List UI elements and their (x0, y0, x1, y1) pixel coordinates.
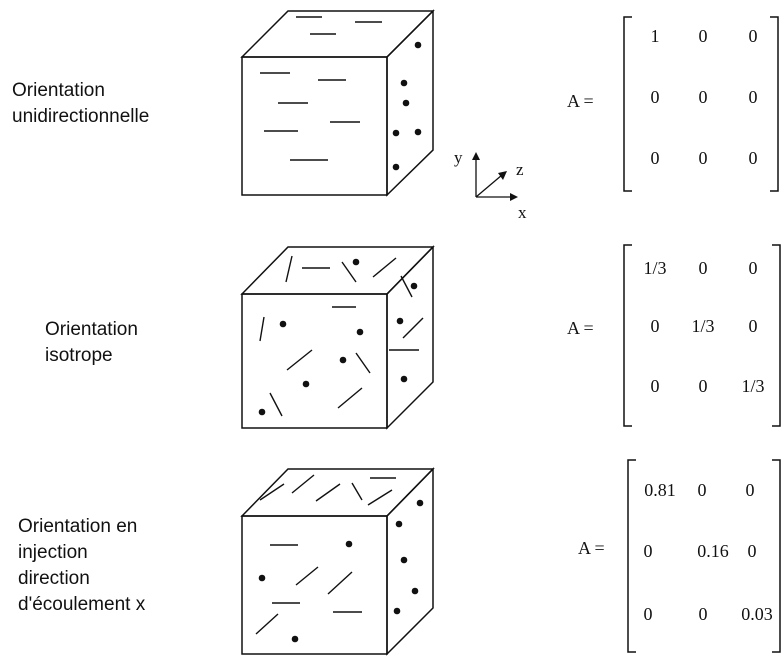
matrix-cell: 0 (651, 376, 660, 396)
label-line: Orientation (12, 80, 105, 101)
label-injection: Orientation en injection direction d'éco… (18, 514, 145, 618)
matrix-cell: 1 (651, 26, 660, 46)
matrix-cell: 0 (749, 87, 758, 107)
fiber-dots-unidirectional (392, 41, 422, 171)
bracket-left (627, 459, 636, 653)
fibers-unidirectional (260, 16, 382, 161)
label-line: isotrope (45, 345, 113, 366)
cube-side-face (386, 9, 434, 197)
matrix-cell: 0.16 (697, 541, 729, 561)
matrix-cell: 1/3 (691, 316, 714, 336)
axis-label-y: y (454, 148, 463, 167)
cube-unidirectional (240, 9, 435, 197)
matrix-cell: 0 (699, 258, 708, 278)
matrix-unidirectional: A = 1 0 0 0 0 0 0 0 0 (567, 16, 779, 192)
matrix-cell: 0.81 (644, 480, 676, 500)
matrix-cell: 0 (644, 541, 653, 561)
label-isotropic: Orientation isotrope (45, 317, 138, 369)
matrix-name: A = (567, 318, 594, 338)
matrix-cell: 1/3 (741, 376, 764, 396)
matrix-cell: 0 (651, 316, 660, 336)
fibers-injection (255, 474, 396, 635)
cube-top-face (240, 246, 435, 295)
axes-icon (472, 152, 518, 201)
label-line: d'écoulement x (18, 594, 146, 615)
cube-top-face (240, 10, 435, 58)
matrix-cell: 0 (749, 258, 758, 278)
matrix-name: A = (578, 538, 605, 558)
matrix-cell: 0 (651, 87, 660, 107)
label-line: Orientation (45, 319, 138, 340)
label-unidirectional: Orientation unidirectionnelle (12, 78, 149, 130)
fiber-dots-isotropic (258, 258, 418, 416)
cube-front-face (241, 515, 388, 655)
matrix-cell: 0 (746, 480, 755, 500)
label-line: direction (18, 568, 90, 589)
matrix-cell: 0 (749, 316, 758, 336)
matrix-cell: 0 (749, 26, 758, 46)
label-line: Orientation en (18, 516, 138, 537)
matrix-injection: A = 0.81 0 0 0 0.16 0 0 0 0.03 (578, 459, 781, 653)
matrix-isotropic: A = 1/3 0 0 0 1/3 0 0 0 1/3 (567, 244, 781, 427)
bracket-left (623, 244, 632, 427)
matrix-cell: 0 (651, 148, 660, 168)
cube-side-face (386, 467, 434, 656)
matrix-name: A = (567, 91, 594, 111)
matrix-cell: 1/3 (643, 258, 666, 278)
cube-front-face (241, 56, 388, 196)
cube-injection (240, 467, 435, 656)
matrix-cell: 0 (749, 148, 758, 168)
label-line: unidirectionnelle (12, 106, 150, 127)
label-line: injection (18, 542, 88, 563)
matrix-cell: 0 (698, 480, 707, 500)
cube-side-face (386, 245, 434, 430)
axis-label-x: x (518, 203, 527, 222)
axis-label-z: z (516, 160, 524, 179)
bracket-left (623, 16, 632, 192)
matrix-cell: 0 (699, 376, 708, 396)
matrix-cell: 0 (699, 26, 708, 46)
bracket-right (772, 244, 781, 427)
bracket-right (772, 459, 781, 653)
cube-isotropic (240, 245, 435, 430)
cube-front-face (241, 293, 388, 429)
matrix-cell: 0 (644, 604, 653, 624)
matrix-cell: 0 (748, 541, 757, 561)
fibers-isotropic (259, 255, 424, 417)
bracket-right (770, 16, 779, 192)
fiber-dots-injection (258, 499, 424, 643)
matrix-cell: 0.03 (741, 604, 773, 624)
matrix-cell: 0 (699, 604, 708, 624)
matrix-cell: 0 (699, 148, 708, 168)
matrix-cell: 0 (699, 87, 708, 107)
